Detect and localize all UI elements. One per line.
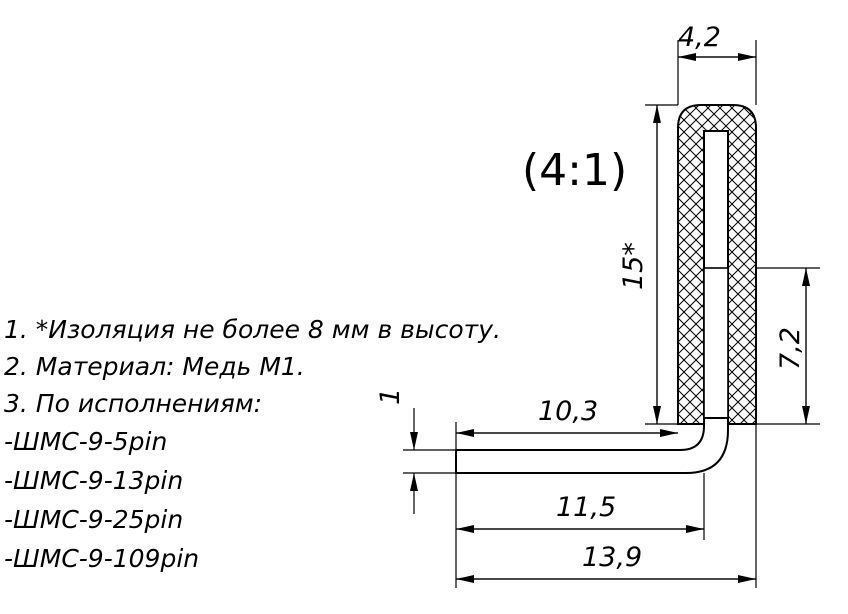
note-line: 1. *Изоляция не более 8 мм в высоту. [4,315,501,344]
note-line: -ШМС-9-5pin [4,427,167,456]
dim-height-total-text: 15* [618,242,649,290]
bent-wire [455,417,729,474]
scale-label: (4:1) [522,145,627,196]
dimension-wire-thickness: 1 [375,388,456,514]
note-line: -ШМС-9-13pin [4,466,183,495]
dimension-length-overall: 13,9 [456,424,757,588]
dim-height-insulation-text: 7,2 [775,327,806,370]
note-line: -ШМС-9-109pin [4,544,199,573]
dimension-height-total: 15* [618,104,678,425]
note-line: 2. Материал: Медь М1. [4,352,305,381]
dimension-length-mid: 11,5 [455,473,705,588]
dimension-height-insulation: 7,2 [756,267,820,425]
dimension-width-top: 4,2 [677,22,757,105]
note-line: -ШМС-9-25pin [4,505,183,534]
dim-wire-thickness-text: 1 [375,388,406,405]
dim-length-overall-text: 13,9 [582,542,642,573]
dim-width-top-text: 4,2 [678,22,721,53]
insulation-body [677,104,757,425]
notes-block: 1. *Изоляция не более 8 мм в высоту. 2. … [4,315,501,573]
note-line: 3. По исполнениям: [4,389,262,418]
dim-length-mid-text: 11,5 [556,492,616,523]
dimension-length-inner: 10,3 [455,396,678,450]
dim-length-inner-text: 10,3 [538,396,598,427]
